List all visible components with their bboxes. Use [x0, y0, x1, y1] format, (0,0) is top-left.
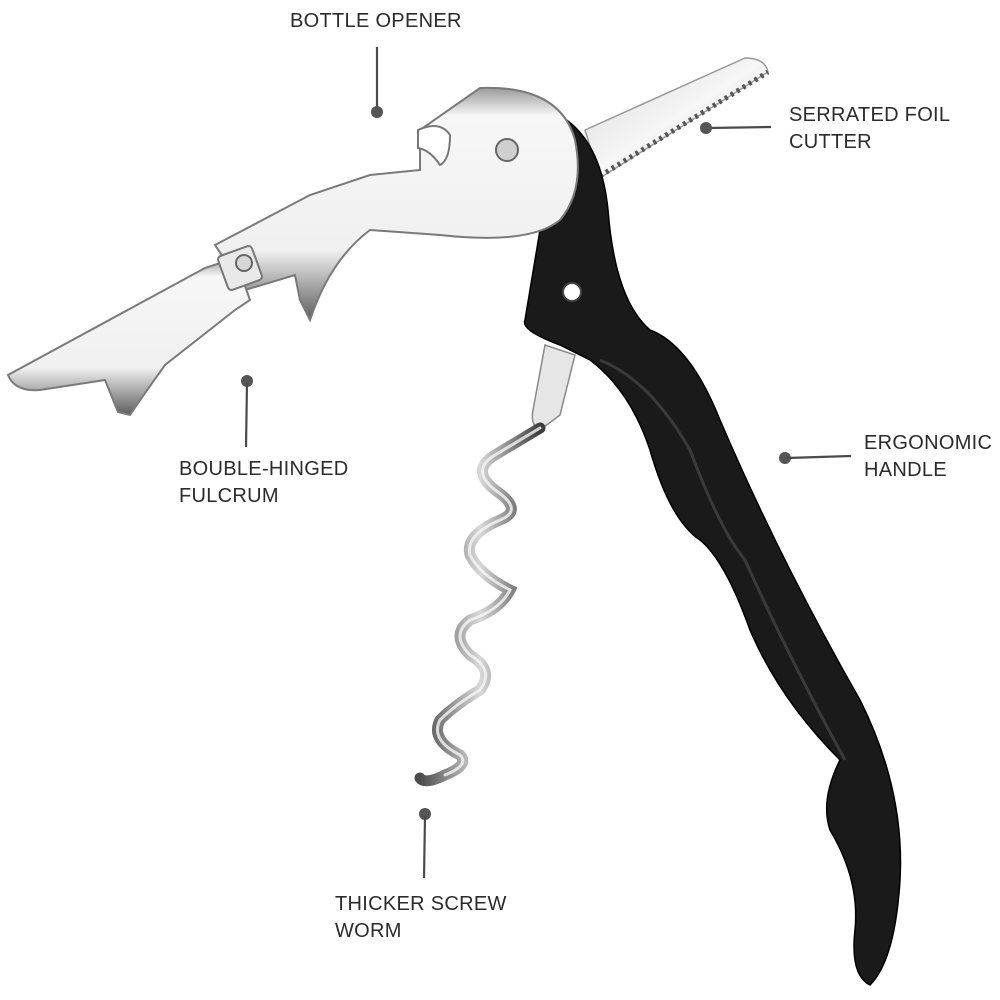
handle-highlight — [599, 358, 847, 761]
label-bottle-opener: BOTTLE OPENER — [290, 8, 462, 35]
label-line: HANDLE — [864, 459, 947, 481]
fulcrum-arm — [6, 256, 252, 417]
label-line: CUTTER — [789, 131, 872, 153]
label-screw-worm: THICKER SCREW WORM — [335, 891, 507, 945]
leader-fulcrum — [241, 375, 253, 448]
label-line: SERRATED FOIL — [789, 104, 951, 126]
worm-shank — [531, 344, 576, 431]
label-line: FULCRUM — [179, 485, 279, 507]
hinge-rivet — [235, 254, 253, 272]
label-fulcrum: BOUBLE-HINGED FULCRUM — [179, 456, 349, 510]
label-line: BOUBLE-HINGED — [179, 458, 349, 480]
leader-bottle-opener — [371, 47, 383, 118]
ergonomic-handle-body — [523, 108, 902, 986]
bottle-opener-notch — [417, 125, 452, 167]
label-line: ERGONOMIC — [864, 432, 993, 454]
foil-cutter-blade — [584, 57, 770, 180]
leader-foil-cutter — [700, 122, 772, 134]
steel-body — [213, 86, 579, 323]
label-line: BOTTLE OPENER — [290, 10, 462, 32]
handle-rivet-hole — [562, 282, 582, 302]
label-line: THICKER SCREW — [335, 893, 507, 915]
label-foil-cutter: SERRATED FOIL CUTTER — [789, 102, 950, 156]
pivot-rivet — [495, 138, 519, 162]
leader-screw-worm — [419, 808, 431, 879]
leader-handle — [779, 452, 852, 464]
label-handle: ERGONOMIC HANDLE — [864, 430, 992, 484]
label-line: WORM — [335, 920, 402, 942]
